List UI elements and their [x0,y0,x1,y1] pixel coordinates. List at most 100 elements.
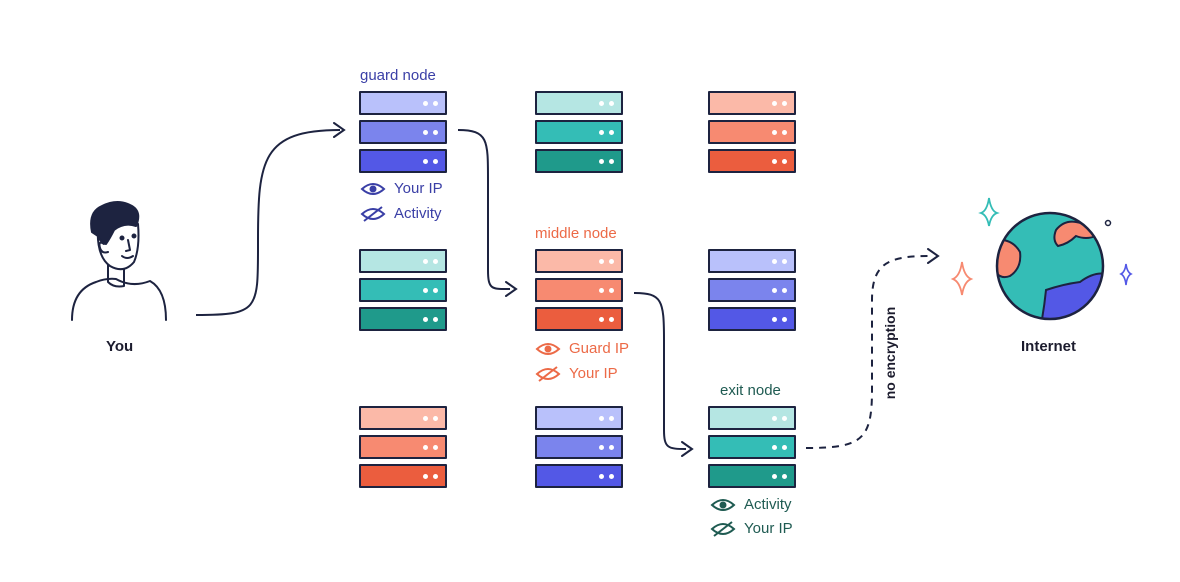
arrowhead-middle [505,281,518,297]
eye-icon [360,182,386,195]
server-led [782,130,787,135]
server-led [609,288,614,293]
server-unit [359,406,447,430]
server-led [599,159,604,164]
eye-icon [710,498,736,511]
middle-visible-text: Guard IP [569,340,630,357]
server-led [599,288,604,293]
server-unit [708,91,796,115]
guard-node-server [359,149,447,173]
arrowhead-guard [333,122,346,138]
server-led [609,259,614,264]
exit-hidden-row: Your IP [710,520,793,537]
server-led [433,317,438,322]
server-led [782,474,787,479]
server-led [772,288,777,293]
server-led [423,474,428,479]
server-led [609,416,614,421]
guard-node-server [359,91,447,115]
server-unit [535,435,623,459]
small-circle-icon [1104,219,1112,227]
server-led [782,259,787,264]
server-unit [708,249,796,273]
server-led [433,474,438,479]
eye-off-icon [360,205,386,222]
sparkle-coral-icon [950,261,974,296]
server-led [772,445,777,450]
eye-icon [535,342,561,355]
guard-node-label: guard node [360,67,436,84]
server-led [433,101,438,106]
server-led [609,101,614,106]
server-led [423,416,428,421]
no-encryption-label: no encryption [882,306,898,400]
server-led [609,317,614,322]
server-led [782,416,787,421]
exit-node-server [708,464,796,488]
server-unit [708,149,796,173]
middle-visible-row: Guard IP [535,340,629,357]
server-led [782,159,787,164]
you-label: You [106,338,134,355]
exit-node-label: exit node [720,382,781,399]
server-led [423,445,428,450]
server-led [772,474,777,479]
server-unit [535,406,623,430]
server-led [433,288,438,293]
server-unit [708,278,796,302]
server-unit [535,91,623,115]
server-led [782,101,787,106]
arrowhead-exit [681,441,694,457]
arrowhead-internet [927,248,940,264]
server-led [599,259,604,264]
middle-node-label: middle node [535,225,617,242]
exit-visible-text: Activity [744,496,792,513]
middle-hidden-row: Your IP [535,365,618,382]
server-led [599,317,604,322]
exit-hidden-text: Your IP [744,520,793,537]
server-led [599,474,604,479]
server-led [772,259,777,264]
server-led [782,445,787,450]
exit-node-server [708,406,796,430]
middle-node-server [535,278,623,302]
server-led [433,445,438,450]
middle-node-server [535,249,623,273]
server-led [423,288,428,293]
arrow-you-to-guard [195,129,341,316]
arrow-exit-to-internet [805,255,931,449]
server-led [609,130,614,135]
server-led [609,474,614,479]
server-led [599,130,604,135]
exit-node-server [708,435,796,459]
server-unit [359,307,447,331]
server-led [772,159,777,164]
exit-visible-row: Activity [710,496,792,513]
server-unit [708,120,796,144]
server-led [599,101,604,106]
server-led [772,130,777,135]
server-unit [535,464,623,488]
middle-node-server [535,307,623,331]
guard-hidden-text: Activity [394,205,442,222]
server-led [423,130,428,135]
guard-visible-row: Your IP [360,180,443,197]
server-led [433,130,438,135]
server-led [772,101,777,106]
server-led [772,317,777,322]
server-led [423,259,428,264]
server-led [782,288,787,293]
sparkle-teal-icon [978,197,1000,227]
server-led [599,416,604,421]
server-unit [359,435,447,459]
internet-label: Internet [1021,338,1077,355]
server-led [433,416,438,421]
server-unit [535,149,623,173]
server-led [609,159,614,164]
person-avatar-icon [71,201,167,321]
server-led [772,416,777,421]
server-led [423,317,428,322]
middle-hidden-text: Your IP [569,365,618,382]
